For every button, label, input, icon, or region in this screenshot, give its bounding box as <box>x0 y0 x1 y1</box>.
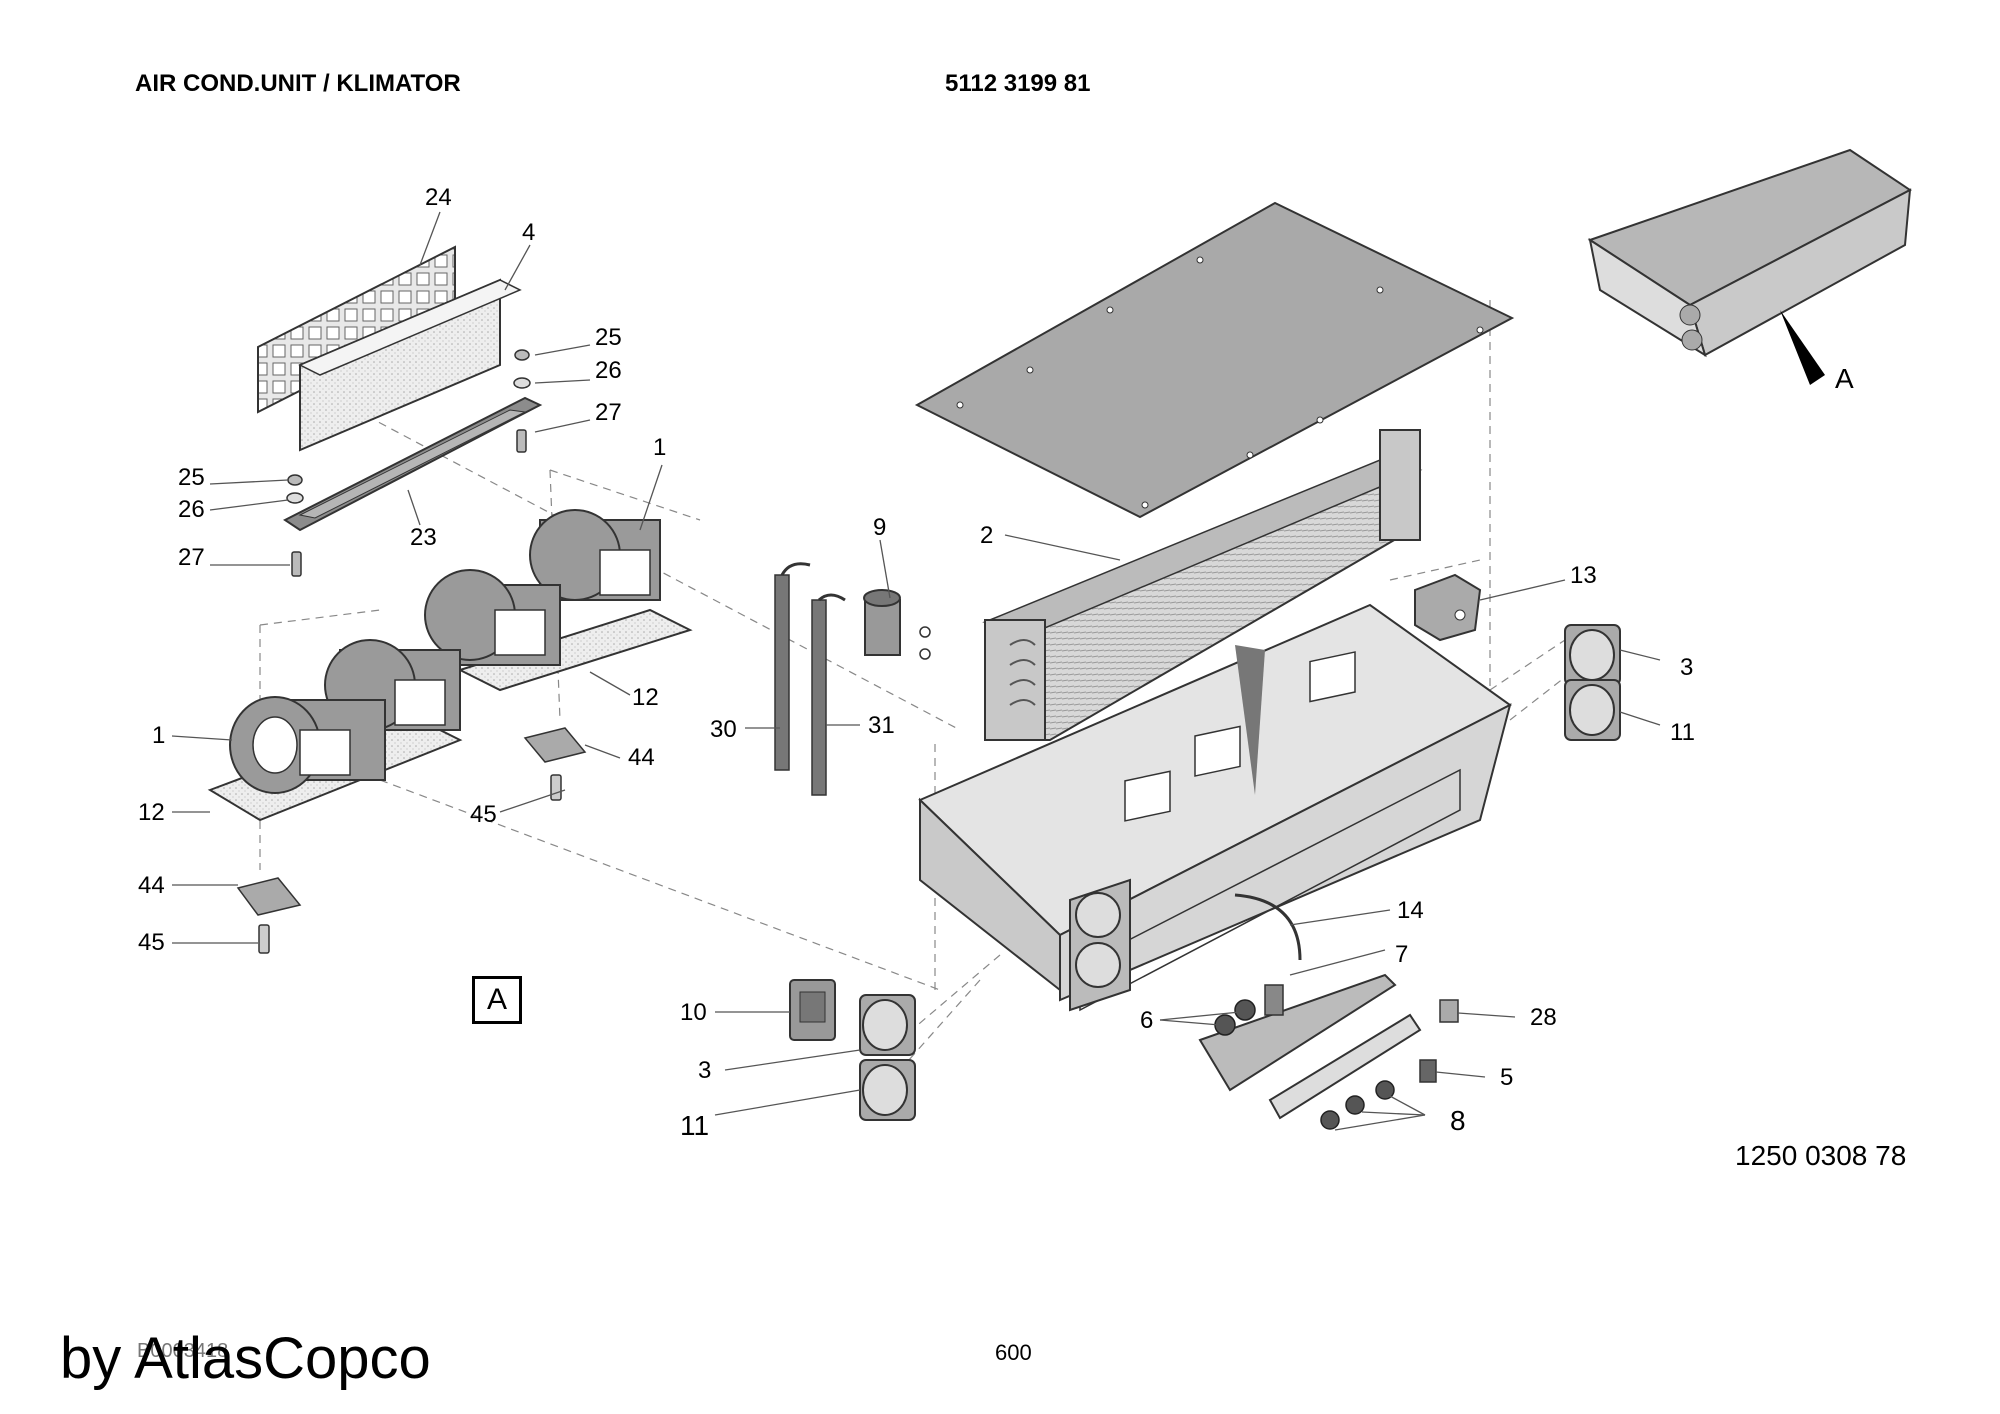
callout-view-a: A <box>1835 363 1854 394</box>
callout-25: 25 <box>595 324 622 351</box>
callout-27: 27 <box>178 544 205 571</box>
callout-10: 10 <box>680 999 707 1026</box>
unit-housing <box>918 603 1512 1012</box>
callout-7: 7 <box>1395 941 1408 968</box>
callout-8: 8 <box>1450 1105 1466 1136</box>
air-vents-left <box>859 994 916 1121</box>
callout-31: 31 <box>868 712 895 739</box>
callout-44: 44 <box>138 872 165 899</box>
callout-9: 9 <box>873 514 886 541</box>
part-number: 5112 3199 81 <box>945 70 1091 97</box>
callout-14: 14 <box>1397 897 1424 924</box>
brand-watermark: by AtlasCopco <box>60 1326 431 1391</box>
callout-45: 45 <box>470 801 497 828</box>
callout-23: 23 <box>410 524 437 551</box>
callout-24: 24 <box>425 184 452 211</box>
hardware-nuts-washers-screws <box>286 349 531 577</box>
top-cover-plate <box>914 201 1515 519</box>
callout-26: 26 <box>595 357 622 384</box>
control-panel <box>1198 973 1459 1130</box>
diagram-title: AIR COND.UNIT / KLIMATOR <box>135 70 461 97</box>
blower-assembly-front <box>207 639 463 822</box>
callout-25: 25 <box>178 464 205 491</box>
evaporator-coil <box>982 429 1423 741</box>
callout-labels: 24 4 25 26 27 1 25 26 23 27 12 1 44 45 1… <box>138 184 1854 1141</box>
callout-5: 5 <box>1500 1064 1513 1091</box>
filter-bracket <box>283 396 543 532</box>
callout-2: 2 <box>980 522 993 549</box>
view-a-label: A <box>472 976 522 1024</box>
callout-3: 3 <box>698 1057 711 1084</box>
callout-1: 1 <box>152 722 165 749</box>
callout-13: 13 <box>1570 562 1597 589</box>
footer-code: B0003418 <box>137 1340 229 1362</box>
callout-12: 12 <box>138 799 165 826</box>
filter-pad <box>298 278 522 452</box>
callout-44: 44 <box>628 744 655 771</box>
callout-12: 12 <box>632 684 659 711</box>
callout-45: 45 <box>138 929 165 956</box>
mounting-brackets <box>236 727 587 954</box>
callout-28: 28 <box>1530 1004 1557 1031</box>
blower-assembly-rear <box>424 509 693 692</box>
callout-6: 6 <box>1140 1007 1153 1034</box>
callout-27: 27 <box>595 399 622 426</box>
callout-3: 3 <box>1680 654 1693 681</box>
control-box <box>789 979 836 1041</box>
page-number: 600 <box>995 1340 1032 1365</box>
leader-lines <box>171 211 1661 1131</box>
callout-11: 11 <box>680 1110 709 1141</box>
callout-1: 1 <box>653 434 666 461</box>
inset-assembled-unit <box>1587 148 1912 385</box>
callout-11: 11 <box>1670 719 1695 746</box>
callout-4: 4 <box>522 219 535 246</box>
air-vents-right <box>1564 624 1621 741</box>
expansion-valve <box>863 589 931 660</box>
drawing-reference: 1250 0308 78 <box>1735 1140 1907 1171</box>
thermostat-bracket <box>1414 573 1482 642</box>
callout-30: 30 <box>710 716 737 743</box>
callout-26: 26 <box>178 496 205 523</box>
refrigerant-hoses <box>774 562 846 796</box>
